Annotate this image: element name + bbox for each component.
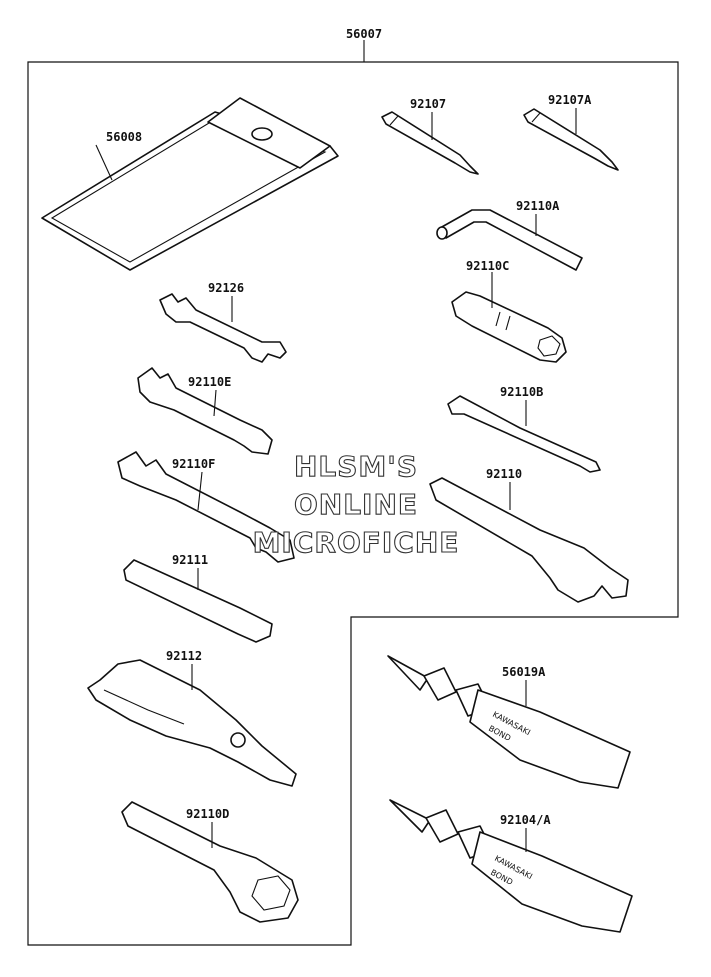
label-92104A: 92104/A xyxy=(500,813,551,827)
screwdriver-bit xyxy=(381,111,479,175)
leader-56008 xyxy=(95,144,113,181)
leader-92110E xyxy=(213,389,217,417)
label-56008: 56008 xyxy=(106,130,142,144)
extension-bar xyxy=(123,559,273,643)
label-92111: 92111 xyxy=(172,553,208,567)
label-92110B: 92110B xyxy=(500,385,543,399)
assembly-number-label: 56007 xyxy=(346,27,382,41)
tool-pouch xyxy=(41,97,339,271)
label-92107: 92107 xyxy=(410,97,446,111)
leader-92110F xyxy=(197,471,203,511)
label-92110E: 92110E xyxy=(188,375,231,389)
spanner-b xyxy=(447,395,601,473)
label-56019A: 56019A xyxy=(502,665,546,679)
pliers xyxy=(87,659,297,787)
label-92107A: 92107A xyxy=(548,93,592,107)
watermark-line-3: MICROFICHE xyxy=(253,526,460,559)
open-end-wrench-medium xyxy=(137,367,273,455)
label-92110: 92110 xyxy=(486,467,522,481)
screwdriver-bit-a xyxy=(523,108,619,171)
watermark-line-2: ONLINE xyxy=(294,488,418,521)
open-end-wrench-xl xyxy=(429,477,629,603)
label-92126: 92126 xyxy=(208,281,244,295)
box-end-wrench xyxy=(121,801,299,923)
box-socket xyxy=(451,291,567,363)
hex-wrench xyxy=(436,209,583,271)
label-92112: 92112 xyxy=(166,649,202,663)
watermark-line-1: HLSM'S xyxy=(294,450,418,483)
bond-tube-b: KAWASAKI BOND xyxy=(389,799,633,933)
open-end-wrench-small xyxy=(159,293,287,363)
watermark: HLSM'S ONLINE MICROFICHE xyxy=(252,449,460,559)
label-92110F: 92110F xyxy=(172,457,215,471)
open-end-wrench-large xyxy=(117,451,295,563)
label-92110D: 92110D xyxy=(186,807,229,821)
assembly-frame xyxy=(27,61,679,946)
label-92110C: 92110C xyxy=(466,259,509,273)
bond-tube-a: KAWASAKI BOND xyxy=(387,655,631,789)
label-92110A: 92110A xyxy=(516,199,560,213)
